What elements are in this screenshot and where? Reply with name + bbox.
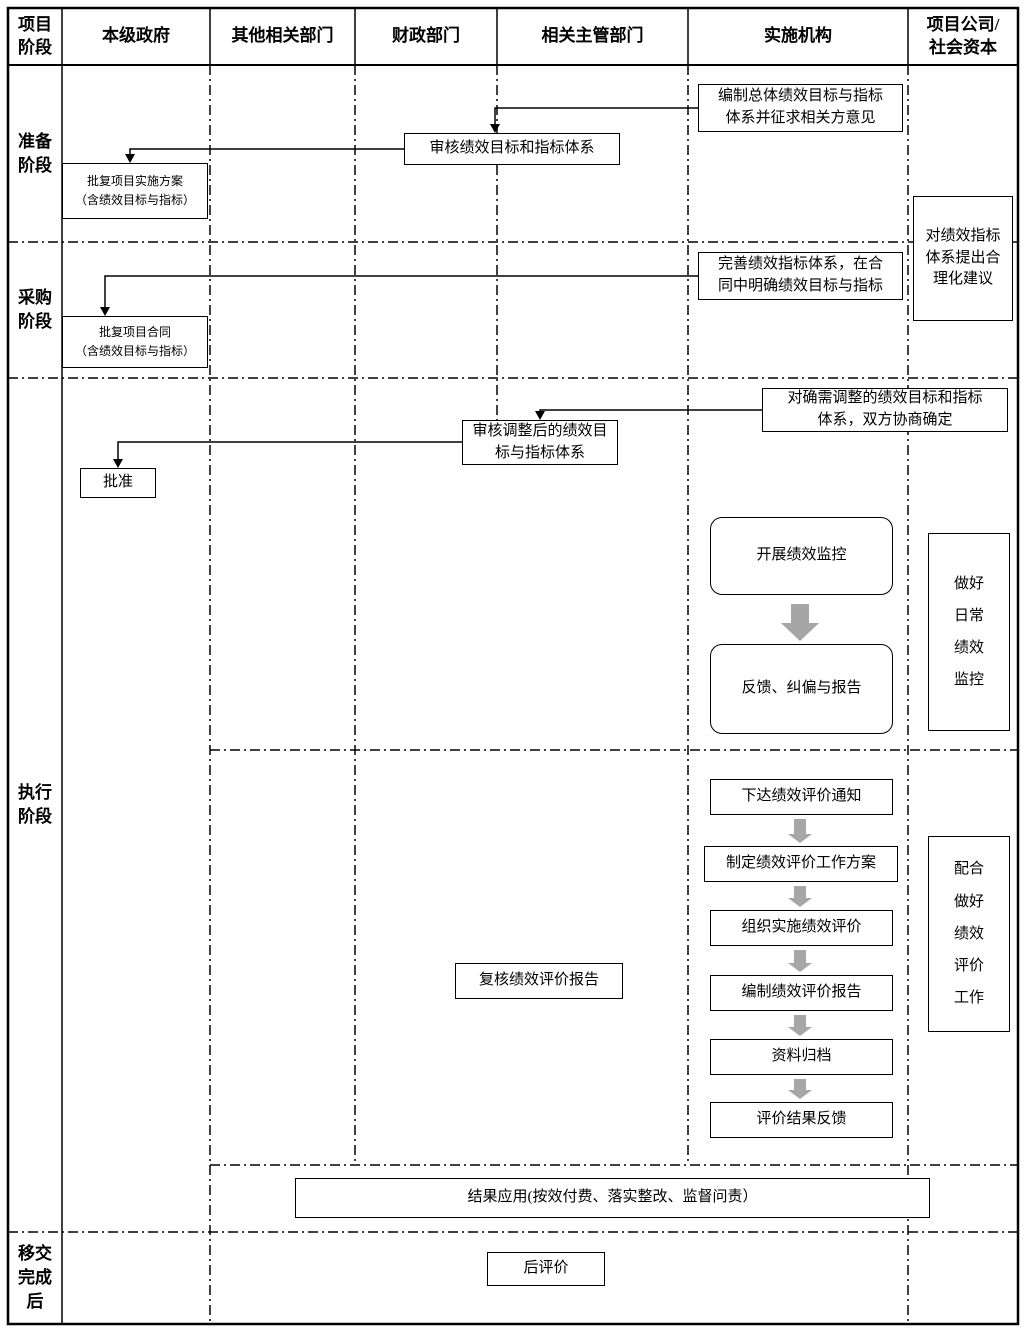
box-cooperate: 配合 做好 绩效 评价 工作 [928,836,1010,1032]
box-monitor: 开展绩效监控 [710,517,893,595]
box-eval-plan: 制定绩效评价工作方案 [704,846,898,882]
phase-label-preparation: 准备 阶段 [18,131,52,175]
box-eval-feedback: 评价结果反馈 [710,1102,893,1138]
box-approve-contract: 批复项目合同 （含绩效目标与指标） [62,316,208,368]
lane-header-government: 本级政府 [102,26,170,46]
header-column-dividers [209,8,909,65]
lane-header-other-departments: 其他相关部门 [231,26,334,46]
box-improve-system: 完善绩效指标体系，在合 同中明确绩效目标与指标 [698,252,903,300]
box-compile-targets: 编制总体绩效目标与指标 体系并征求相关方意见 [698,84,903,132]
lane-header-agency: 实施机构 [764,26,832,46]
box-post-eval: 后评价 [487,1252,605,1286]
box-suggestions: 对绩效指标 体系提出合 理化建议 [913,196,1013,321]
lane-header-finance: 财政部门 [392,26,460,46]
box-review-adjusted: 审核调整后的绩效目 标与指标体系 [462,420,618,465]
lane-header-phase: 项目 阶段 [18,15,52,57]
box-eval-notice: 下达绩效评价通知 [710,779,893,815]
phase-label-transfer: 移交 完成 后 [18,1244,52,1311]
box-eval-implement: 组织实施绩效评价 [710,910,893,946]
box-adjust-targets: 对确需调整的绩效目标和指标 体系，双方协商确定 [762,388,1008,432]
phase-label-procurement: 采购 阶段 [18,288,52,331]
box-archive: 资料归档 [710,1039,893,1075]
box-eval-report: 编制绩效评价报告 [710,975,893,1011]
box-approve-plan: 批复项目实施方案 （含绩效目标与指标） [62,163,208,219]
box-feedback: 反馈、纠偏与报告 [710,644,893,734]
lane-header-company: 项目公司/ 社会资本 [926,15,1000,57]
phase-label-execution: 执行 阶段 [18,783,52,826]
box-result-apply: 结果应用(按效付费、落实整改、监督问责） [295,1178,930,1218]
box-review-targets: 审核绩效目标和指标体系 [404,133,620,165]
lane-header-competent: 相关主管部门 [541,26,644,46]
box-approve: 批准 [80,468,156,498]
outer-border [6,6,1020,1326]
box-daily-monitor: 做好 日常 绩效 监控 [928,533,1010,731]
box-recheck-report: 复核绩效评价报告 [455,963,623,999]
